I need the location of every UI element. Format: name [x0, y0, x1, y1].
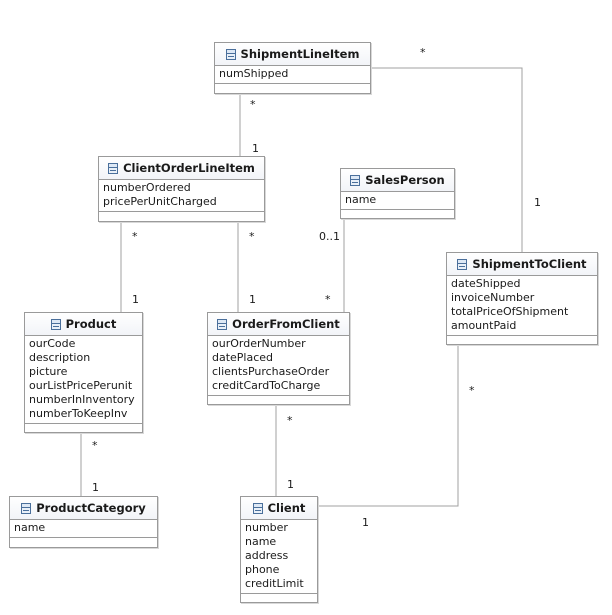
association-line-shipment-line-item-to-shipment-to-client[interactable] [371, 67, 523, 252]
multiplicity-label: 1 [287, 478, 294, 491]
class-header: Product [25, 313, 142, 336]
multiplicity-label: 1 [132, 293, 139, 306]
attribute: description [29, 351, 91, 364]
attribute: totalPriceOfShipment [451, 305, 569, 318]
class-name: Product [65, 317, 117, 331]
class-header: ShipmentToClient [447, 253, 597, 276]
attribute: name [245, 535, 277, 548]
class-name: ProductCategory [36, 501, 146, 515]
operation-compartment [10, 538, 157, 545]
class-box-product-category[interactable]: ProductCategory name [9, 496, 158, 548]
class-name: SalesPerson [365, 173, 445, 187]
class-header: ShipmentLineItem [215, 43, 370, 66]
multiplicity-label: 0..1 [319, 230, 340, 243]
class-name: ClientOrderLineItem [123, 161, 255, 175]
attribute: datePlaced [212, 351, 274, 364]
multiplicity-label: * [250, 98, 256, 111]
class-header: Client [241, 497, 317, 520]
class-name: ShipmentLineItem [240, 47, 360, 61]
attribute: invoiceNumber [451, 291, 535, 304]
class-icon [217, 318, 228, 330]
attribute: picture [29, 365, 68, 378]
attribute: clientsPurchaseOrder [212, 365, 330, 378]
multiplicity-label: 1 [252, 142, 259, 155]
class-box-sales-person[interactable]: SalesPerson name [340, 168, 455, 219]
attribute-compartment: numShipped [215, 66, 370, 84]
class-name: Client [267, 501, 306, 515]
class-icon [350, 174, 361, 186]
multiplicity-label: 1 [534, 196, 541, 209]
association-line-shipment-to-client-to-client[interactable] [318, 345, 459, 507]
class-header: OrderFromClient [208, 313, 349, 336]
class-name: OrderFromClient [232, 317, 340, 331]
multiplicity-label: 1 [92, 481, 99, 494]
attribute: ourListPricePerunit [29, 379, 133, 392]
class-icon [50, 318, 61, 330]
attribute: address [245, 549, 289, 562]
attribute: name [345, 193, 377, 206]
multiplicity-label: 1 [249, 293, 256, 306]
attribute: ourCode [29, 337, 76, 350]
multiplicity-label: * [287, 414, 293, 427]
class-icon [457, 258, 468, 270]
attribute: numberOrdered [103, 181, 191, 194]
class-icon [108, 162, 119, 174]
operation-compartment [25, 424, 142, 431]
multiplicity-label: * [469, 384, 475, 397]
class-header: SalesPerson [341, 169, 454, 192]
class-header: ClientOrderLineItem [99, 157, 264, 180]
attribute-compartment: name [10, 520, 157, 538]
multiplicity-label: * [249, 230, 255, 243]
attribute: dateShipped [451, 277, 521, 290]
multiplicity-label: * [325, 293, 331, 306]
attribute: ourOrderNumber [212, 337, 306, 350]
attribute: name [14, 521, 46, 534]
attribute: numberInInventory [29, 393, 135, 406]
attribute: creditLimit [245, 577, 304, 590]
class-icon [21, 502, 32, 514]
operation-compartment [241, 594, 317, 601]
multiplicity-label: * [132, 230, 138, 243]
multiplicity-label: 1 [362, 516, 369, 529]
operation-compartment [447, 336, 597, 343]
attribute: number [245, 521, 288, 534]
class-name: ShipmentToClient [472, 257, 587, 271]
attribute-compartment: name [341, 192, 454, 210]
class-box-shipment-line-item[interactable]: ShipmentLineItem numShipped [214, 42, 371, 94]
class-icon [252, 502, 263, 514]
class-header: ProductCategory [10, 497, 157, 520]
operation-compartment [341, 210, 454, 217]
attribute: numShipped [219, 67, 289, 80]
operation-compartment [208, 396, 349, 403]
multiplicity-label: * [92, 439, 98, 452]
operation-compartment [99, 212, 264, 219]
attribute: amountPaid [451, 319, 517, 332]
attribute: numberToKeepInv [29, 407, 128, 420]
attribute: phone [245, 563, 280, 576]
class-icon [225, 48, 236, 60]
attribute: creditCardToCharge [212, 379, 321, 392]
multiplicity-label: * [420, 46, 426, 59]
operation-compartment [215, 84, 370, 91]
attribute: pricePerUnitCharged [103, 195, 217, 208]
